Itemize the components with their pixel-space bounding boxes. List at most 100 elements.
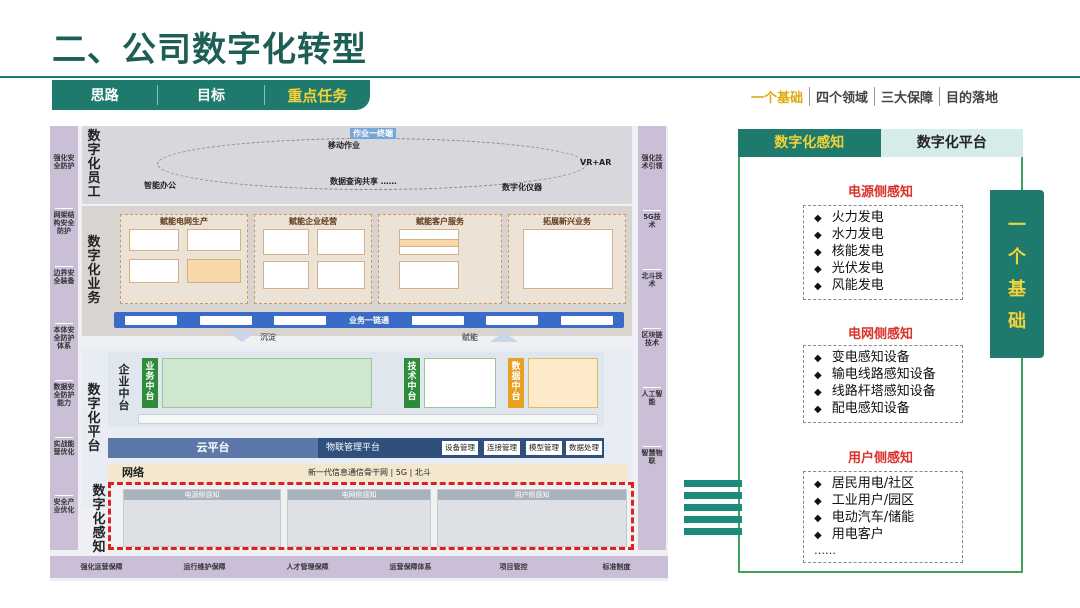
crumb-goal[interactable]: 目的落地	[946, 91, 999, 106]
sense-group-title: 电网侧感知	[288, 490, 430, 500]
employee-item: 移动作业	[328, 141, 360, 150]
guarantee-item: 运营保障体系	[389, 563, 432, 571]
cloud-platform: 云平台 物联管理平台 设备管理 连接管理 模型管理 数据处理	[108, 438, 604, 458]
foundation-char: 基	[1008, 279, 1026, 300]
business-col: 赋能客户服务	[378, 214, 502, 304]
foundation-char: 一	[1008, 215, 1026, 236]
section-title: 用户侧感知	[847, 451, 913, 466]
guarantee-item: 强化运营保障	[80, 563, 123, 571]
foundation-char: 础	[1008, 311, 1026, 332]
guarantee-item: 项目管控	[499, 563, 528, 571]
business-col: 赋能电网生产	[120, 214, 248, 304]
crumb-domains[interactable]: 四个领域	[810, 87, 876, 106]
business-col-title: 拓展新兴业务	[543, 217, 591, 226]
list-item: 火力发电	[814, 210, 956, 227]
network-label: 网络	[122, 466, 144, 479]
business-col: 赋能企业经营	[254, 214, 372, 304]
employee-item: 数字化仪器	[502, 183, 542, 192]
foundation-label: 一 个 基 础	[990, 190, 1044, 358]
business-layer: 数字化业务 赋能电网生产 赋能企业经营 赋能客户服务 拓展新兴业务 业务一链通	[82, 206, 632, 336]
tab-goal[interactable]: 目标	[158, 85, 265, 105]
breadcrumb: 一个基础 四个领域 三大保障 目的落地	[745, 87, 1004, 106]
tech-center-box: 技术中台	[404, 358, 420, 408]
iot-chip: 数据处理	[566, 441, 602, 455]
employee-item: VR+AR	[580, 158, 612, 167]
cloud-label: 云平台	[196, 441, 230, 454]
iot-platform: 物联管理平台 设备管理 连接管理 模型管理 数据处理	[318, 438, 604, 458]
business-col-title: 赋能客户服务	[416, 217, 464, 226]
crumb-foundation[interactable]: 一个基础	[745, 87, 811, 106]
sense-group-title: 用户侧感知	[438, 490, 626, 500]
sense-group: 用户侧感知	[437, 489, 627, 547]
section-title: 电网侧感知	[847, 327, 913, 342]
section-list: 居民用电/社区 工业用户/园区 电动汽车/储能 用电客户 ……	[803, 471, 963, 563]
pillar-text: 北斗技术	[641, 272, 663, 288]
sense-group: 电源侧感知	[123, 489, 281, 547]
enterprise-center: 企业中台 业务中台 技术中台 数据中台	[108, 352, 604, 426]
pillar-text: 区块链技术	[641, 331, 663, 347]
guarantee-item: 运行维护保障	[183, 563, 226, 571]
sense-group-title: 电源侧感知	[124, 490, 280, 500]
pillar-text: 智慧物联	[641, 449, 663, 465]
list-item: 居民用电/社区	[814, 476, 956, 493]
arrow-up-icon	[490, 332, 518, 342]
crumb-guarantees[interactable]: 三大保障	[875, 87, 941, 106]
section-list: 变电感知设备 输电线路感知设备 线路杆塔感知设备 配电感知设备	[803, 345, 963, 423]
employee-item: 智能办公	[144, 181, 176, 190]
sense-group: 电网侧感知	[287, 489, 431, 547]
page-title: 二、公司数字化转型	[52, 30, 367, 70]
network-layer: 网络 新一代信息通信骨干网 | 5G | 北斗	[108, 464, 628, 482]
business-col-title: 赋能企业经营	[289, 217, 337, 226]
iot-chip: 连接管理	[484, 441, 520, 455]
data-center-modules	[528, 358, 598, 408]
tech-center-modules	[424, 358, 496, 408]
sensing-panel: 电源侧感知 火力发电 水力发电 核能发电 光伏发电 风能发电 电网侧感知 变电感…	[738, 157, 1023, 573]
list-item: 核能发电	[814, 244, 956, 261]
panel-tabs: 数字化感知 数字化平台	[738, 129, 1023, 157]
connector-stripes	[684, 480, 742, 536]
pillar-text: 人工智能	[641, 390, 663, 406]
pillar-text: 数据安全防护能力	[53, 383, 75, 408]
iot-chip: 设备管理	[442, 441, 478, 455]
pillar-text: 边界安全装备	[53, 268, 75, 285]
layer-label-business: 数字化业务	[87, 235, 101, 306]
tab-digital-sensing[interactable]: 数字化感知	[738, 129, 881, 157]
pillar-text: 安全产业优化	[53, 497, 75, 514]
tab-digital-platform[interactable]: 数字化平台	[880, 129, 1023, 157]
guarantee-row: 强化运营保障 运行维护保障 人才管理保障 运营保障体系 项目管控 标准制度	[50, 556, 668, 578]
tab-thinking[interactable]: 思路	[52, 85, 159, 105]
network-text: 新一代信息通信骨干网 | 5G | 北斗	[308, 468, 431, 477]
list-item: 配电感知设备	[814, 401, 956, 418]
tab-key-tasks[interactable]: 重点任务	[287, 86, 348, 105]
more-ellipsis: ……	[814, 544, 836, 557]
iot-chip: 模型管理	[526, 441, 562, 455]
iot-label: 物联管理平台	[326, 443, 381, 453]
list-item: 工业用户/园区	[814, 493, 956, 510]
data-center-box: 数据中台	[508, 358, 524, 408]
employee-layer: 数字化员工 智能办公 移动作业 数据查询共享 …… 数字化仪器 VR+AR 作业…	[82, 126, 632, 204]
data-resource-strip	[138, 414, 598, 424]
section-title: 电源侧感知	[847, 185, 913, 200]
pillar-text: 网架结构安全防护	[53, 211, 75, 236]
employee-item: 数据查询共享 ……	[330, 177, 397, 186]
nav-tabs: 思路 目标 重点任务	[52, 80, 370, 110]
business-chain-bar: 业务一链通	[114, 312, 624, 328]
arrow-label: 赋能	[462, 333, 478, 342]
foundation-char: 个	[1008, 247, 1026, 268]
business-center-modules	[162, 358, 372, 408]
title-rule	[0, 76, 1080, 78]
arrow-down-icon	[228, 332, 256, 342]
guarantee-item: 标准制度	[602, 563, 631, 571]
pillar-text: 强化安全防护	[53, 154, 75, 170]
sensing-layer: 数字化感知 电源侧感知 电网侧感知 用户侧感知	[92, 482, 634, 555]
layer-label-employee: 数字化员工	[87, 129, 101, 200]
business-col: 拓展新兴业务	[508, 214, 626, 304]
section-list: 火力发电 水力发电 核能发电 光伏发电 风能发电	[803, 205, 963, 300]
employee-item: 作业一终端	[350, 128, 396, 139]
layer-label-platform: 数字化平台	[87, 383, 101, 454]
list-item: 输电线路感知设备	[814, 367, 956, 384]
list-item: 电动汽车/储能	[814, 510, 956, 527]
pillar-text: 实战能营优化	[53, 440, 75, 457]
left-pillar: 强化安全防护 网架结构安全防护 边界安全装备 本体安全防护体系 数据安全防护能力…	[50, 126, 78, 550]
list-item: 用电客户	[814, 527, 956, 544]
